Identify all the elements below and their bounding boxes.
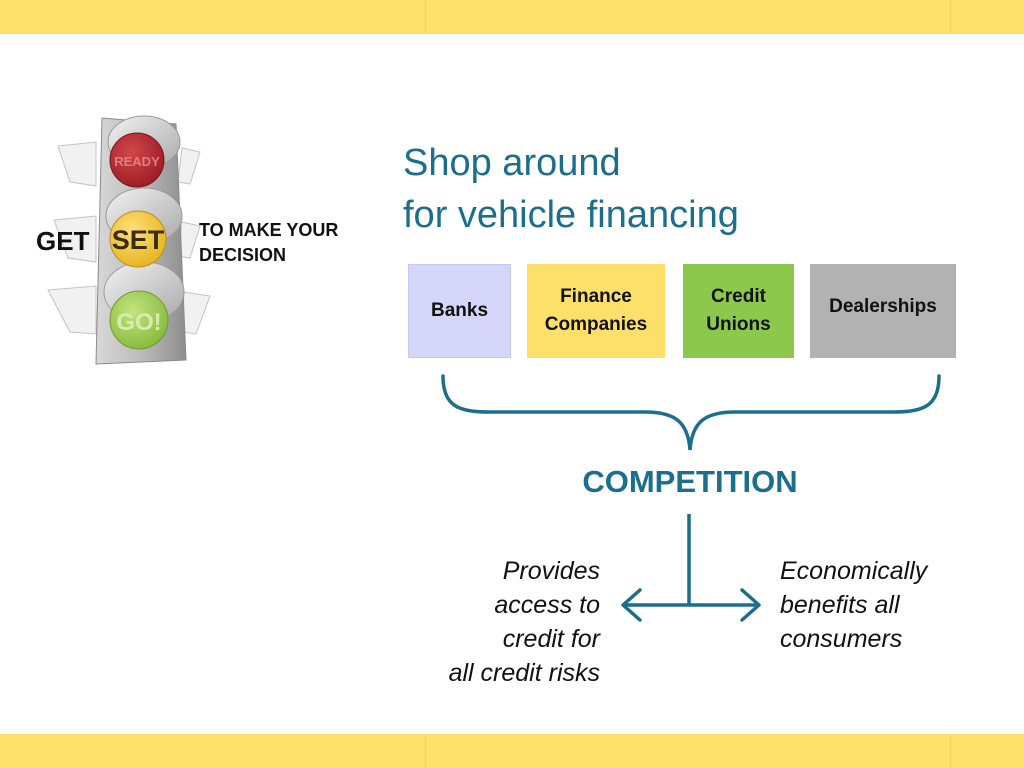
source-box-banks: Banks (408, 264, 511, 358)
yellow-light (109, 210, 167, 268)
band-divider (425, 0, 426, 34)
outcome-line: access to (494, 591, 600, 619)
green-light (109, 290, 169, 350)
box-label: Companies (544, 314, 648, 335)
outcome-line: all credit risks (448, 659, 600, 687)
left-arrow-icon (621, 588, 642, 622)
left-outcome-text: Provides access to credit for all credit… (400, 554, 600, 690)
outcome-line: credit for (502, 625, 600, 653)
title-line: for vehicle financing (403, 194, 739, 236)
outcome-line: Economically (780, 557, 928, 585)
make-decision-label: TO MAKE YOUR DECISION (199, 218, 379, 268)
source-box-finance-companies: Finance Companies (527, 264, 665, 358)
band-divider (950, 0, 951, 34)
title-line: Shop around (403, 142, 621, 184)
box-label: Dealerships (829, 296, 937, 317)
flap-shape (47, 285, 97, 335)
source-box-dealerships: Dealerships (810, 264, 956, 358)
set-lettering: SET (112, 225, 165, 255)
get-label: GET (36, 226, 90, 256)
band-divider (425, 734, 426, 768)
outcome-line: benefits all (780, 591, 900, 619)
make-decision-line: TO MAKE YOUR (199, 220, 339, 240)
ready-lettering: READY (114, 154, 160, 169)
go-lettering: GO! (116, 309, 161, 336)
flap-shape (181, 291, 211, 335)
flap-shape (53, 215, 97, 263)
outcome-line: Provides (502, 557, 600, 585)
band-divider (950, 734, 951, 768)
right-arrow-icon (740, 588, 761, 622)
traffic-light-graphic: READY SET GO! (47, 115, 211, 365)
box-label: Finance (560, 286, 632, 307)
competition-label: COMPETITION (582, 464, 798, 499)
page-title: Shop around for vehicle financing (403, 137, 739, 241)
outcome-line: consumers (780, 625, 903, 653)
box-label: Credit (711, 286, 766, 307)
curly-brace (441, 374, 941, 451)
bottom-banner-band (0, 734, 1024, 768)
top-banner-band (0, 0, 1024, 34)
flap-shape (177, 147, 201, 185)
box-label: Unions (706, 314, 771, 335)
right-outcome-text: Economically benefits all consumers (780, 554, 1010, 656)
source-box-credit-unions: Credit Unions (683, 264, 794, 358)
make-decision-line: DECISION (199, 245, 287, 265)
box-label: Banks (430, 300, 489, 321)
red-light (109, 132, 165, 188)
flap-shape (57, 141, 97, 187)
